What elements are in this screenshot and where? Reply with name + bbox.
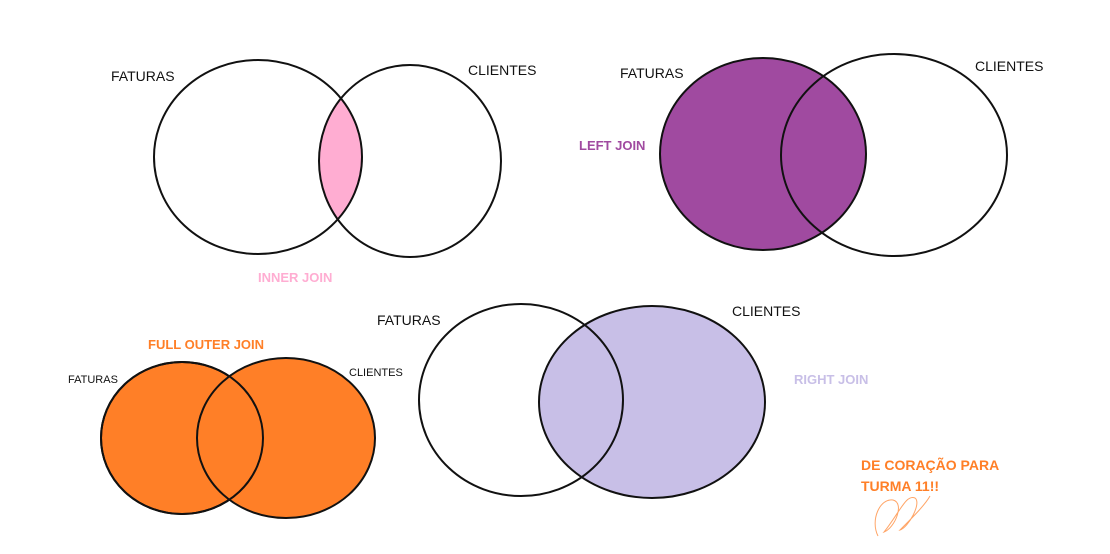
inner-join-clientes-label: CLIENTES [468, 62, 536, 78]
left-join-faturas-circle [659, 57, 867, 251]
inner-join-faturas-label: FATURAS [111, 68, 175, 84]
inner-join-clientes-circle [318, 64, 502, 258]
left-join-faturas-label: FATURAS [620, 65, 684, 81]
full-outer-join-title: FULL OUTER JOIN [148, 337, 264, 352]
inner-join-faturas-circle [153, 59, 363, 255]
right-join-title: RIGHT JOIN [794, 372, 868, 387]
left-join-diagram: FATURAS CLIENTES LEFT JOIN [579, 53, 1043, 257]
dedication-line-2: TURMA 11!! [861, 478, 939, 494]
left-join-clientes-circle [780, 53, 1008, 257]
right-join-faturas-circle [418, 303, 624, 497]
full-outer-join-clientes-circle [196, 357, 376, 519]
full-outer-join-diagram: FATURAS CLIENTES FULL OUTER JOIN [68, 337, 403, 519]
right-join-diagram: FATURAS CLIENTES RIGHT JOIN [377, 303, 868, 499]
right-join-clientes-label: CLIENTES [732, 303, 800, 319]
full-outer-join-faturas-label: FATURAS [68, 374, 118, 386]
full-outer-join-clientes-label: CLIENTES [349, 367, 403, 379]
signature-scribble [874, 495, 931, 537]
dedication: DE CORAÇÃO PARA TURMA 11!! [861, 456, 999, 537]
left-join-title: LEFT JOIN [579, 138, 645, 153]
left-join-clientes-label: CLIENTES [975, 58, 1043, 74]
right-join-clientes-circle [538, 305, 766, 499]
dedication-line-1: DE CORAÇÃO PARA [861, 456, 999, 473]
inner-join-title: INNER JOIN [258, 270, 332, 285]
inner-join-diagram: FATURAS CLIENTES INNER JOIN [111, 59, 536, 285]
full-outer-join-faturas-outline [100, 361, 264, 515]
right-join-faturas-label: FATURAS [377, 312, 441, 328]
